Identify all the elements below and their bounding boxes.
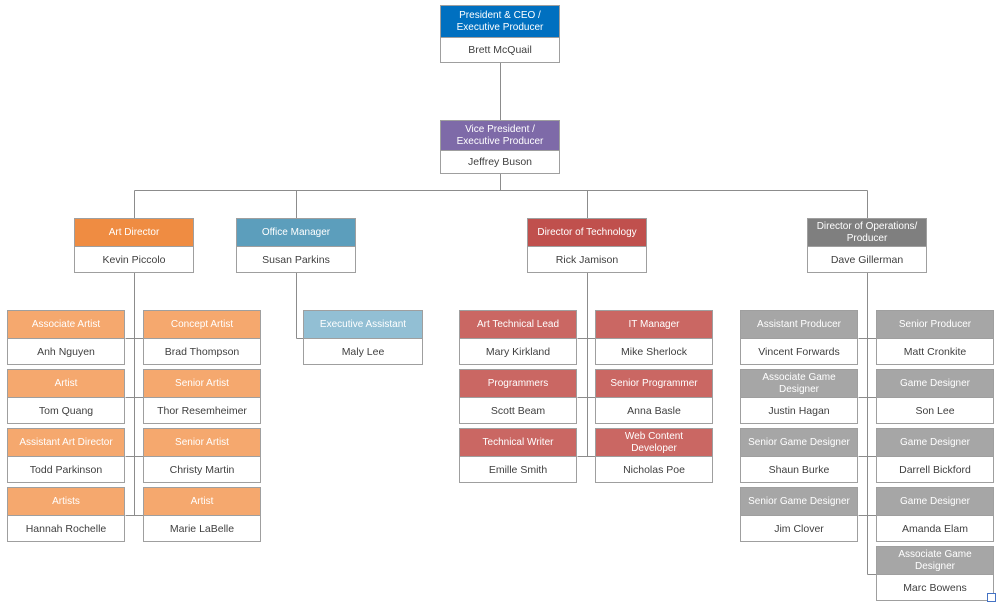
org-node-title-it-manager: IT Manager [596,311,712,339]
org-node-person-art-technical-lead: Mary Kirkland [460,339,576,364]
org-node-title-game-designer-3: Game Designer [877,488,993,516]
org-node-title-associate-game-designer-2: Associate Game Designer [877,547,993,575]
org-node-person-senior-artist-2: Christy Martin [144,457,260,482]
org-node-person-executive-assistant: Maly Lee [304,339,422,364]
org-node-title-senior-game-designer-1: Senior Game Designer [741,429,857,457]
org-node-person-associate-game-designer-2: Marc Bowens [877,575,993,600]
org-node-title-executive-assistant: Executive Assistant [304,311,422,339]
org-node-title-vp: Vice President / Executive Producer [441,121,559,151]
org-node-person-director-of-technology: Rick Jamison [528,247,646,272]
org-node-title-game-designer-2: Game Designer [877,429,993,457]
org-node-person-associate-game-designer-1: Justin Hagan [741,398,857,423]
org-node-person-game-designer-1: Son Lee [877,398,993,423]
org-node-person-concept-artist: Brad Thompson [144,339,260,364]
org-node-person-artist-1: Tom Quang [8,398,124,423]
org-node-person-artists: Hannah Rochelle [8,516,124,541]
org-node-person-game-designer-2: Darrell Bickford [877,457,993,482]
org-node-title-associate-game-designer-1: Associate Game Designer [741,370,857,398]
org-node-title-senior-programmer: Senior Programmer [596,370,712,398]
org-node-person-technical-writer: Emille Smith [460,457,576,482]
org-node-person-office-manager: Susan Parkins [237,247,355,272]
org-node-person-assistant-producer: Vincent Forwards [741,339,857,364]
org-node-person-ceo: Brett McQuail [441,38,559,62]
org-node-title-artists: Artists [8,488,124,516]
org-node-title-programmers: Programmers [460,370,576,398]
org-node-person-it-manager: Mike Sherlock [596,339,712,364]
org-node-title-concept-artist: Concept Artist [144,311,260,339]
org-node-title-senior-producer: Senior Producer [877,311,993,339]
org-node-person-art-director: Kevin Piccolo [75,247,193,272]
org-node-person-senior-programmer: Anna Basle [596,398,712,423]
org-node-title-senior-game-designer-2: Senior Game Designer [741,488,857,516]
org-node-title-director-of-operations: Director of Operations/ Producer [808,219,926,247]
org-node-person-game-designer-3: Amanda Elam [877,516,993,541]
org-node-title-assistant-producer: Assistant Producer [741,311,857,339]
org-node-title-web-content-developer: Web Content Developer [596,429,712,457]
org-node-title-senior-artist-1: Senior Artist [144,370,260,398]
org-node-person-associate-artist: Anh Nguyen [8,339,124,364]
org-node-title-game-designer-1: Game Designer [877,370,993,398]
org-node-person-senior-producer: Matt Cronkite [877,339,993,364]
org-node-person-senior-game-designer-1: Shaun Burke [741,457,857,482]
org-node-title-director-of-technology: Director of Technology [528,219,646,247]
org-node-title-associate-artist: Associate Artist [8,311,124,339]
org-node-person-artist-2: Marie LaBelle [144,516,260,541]
org-node-title-artist-1: Artist [8,370,124,398]
org-node-title-senior-artist-2: Senior Artist [144,429,260,457]
org-node-person-web-content-developer: Nicholas Poe [596,457,712,482]
org-node-person-senior-artist-1: Thor Resemheimer [144,398,260,423]
org-node-title-office-manager: Office Manager [237,219,355,247]
resize-handle[interactable] [987,593,996,602]
org-node-title-artist-2: Artist [144,488,260,516]
org-node-person-vp: Jeffrey Buson [441,151,559,173]
org-node-title-assistant-art-director: Assistant Art Director [8,429,124,457]
org-node-title-ceo: President & CEO / Executive Producer [441,6,559,38]
org-node-title-art-director: Art Director [75,219,193,247]
org-node-person-senior-game-designer-2: Jim Clover [741,516,857,541]
org-node-person-programmers: Scott Beam [460,398,576,423]
org-node-person-assistant-art-director: Todd Parkinson [8,457,124,482]
org-node-title-art-technical-lead: Art Technical Lead [460,311,576,339]
org-node-title-technical-writer: Technical Writer [460,429,576,457]
org-node-person-director-of-operations: Dave Gillerman [808,247,926,272]
